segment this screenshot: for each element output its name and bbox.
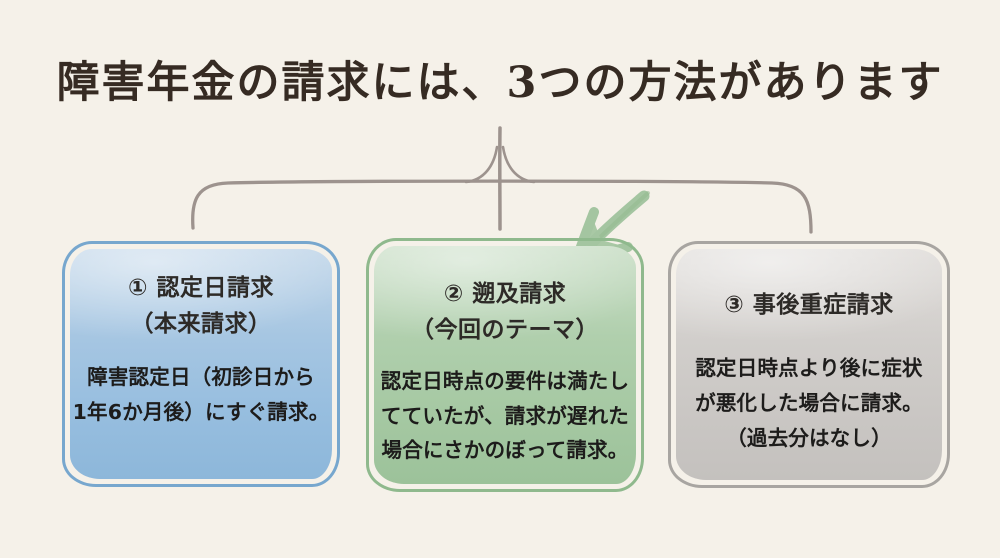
card-sokyu-seikyu: ② 遡及請求 （今回のテーマ） 認定日時点の要件は満たし てていたが、請求が遅れ… xyxy=(366,238,644,492)
card-body: 認定日時点より後に症状 が悪化した場合に請求。 （過去分はなし） xyxy=(695,355,923,450)
card-watercolor-background xyxy=(70,249,332,479)
card-watercolor-background xyxy=(676,249,942,480)
card-body: 障害認定日（初診日から 1年6か月後）にすぐ請求。 xyxy=(72,364,330,424)
card-body: 認定日時点の要件は満たし てていたが、請求が遅れた 場合にさかのぼって請求。 xyxy=(380,368,630,463)
card-jigo-jusho-seikyu: ③ 事後重症請求 認定日時点より後に症状 が悪化した場合に請求。 （過去分はなし… xyxy=(668,241,950,488)
card-title: ② 遡及請求 （今回のテーマ） xyxy=(411,281,599,343)
card-nintei-bi-seikyu: ① 認定日請求 （本来請求） 障害認定日（初診日から 1年6か月後）にすぐ請求。 xyxy=(62,241,340,487)
card-title: ① 認定日請求 （本来請求） xyxy=(128,275,274,337)
card-title: ③ 事後重症請求 xyxy=(724,292,894,318)
card-watercolor-background xyxy=(374,246,636,484)
bracket-lines xyxy=(191,126,813,234)
page-title: 障害年金の請求には、3つの方法があります xyxy=(56,58,944,108)
